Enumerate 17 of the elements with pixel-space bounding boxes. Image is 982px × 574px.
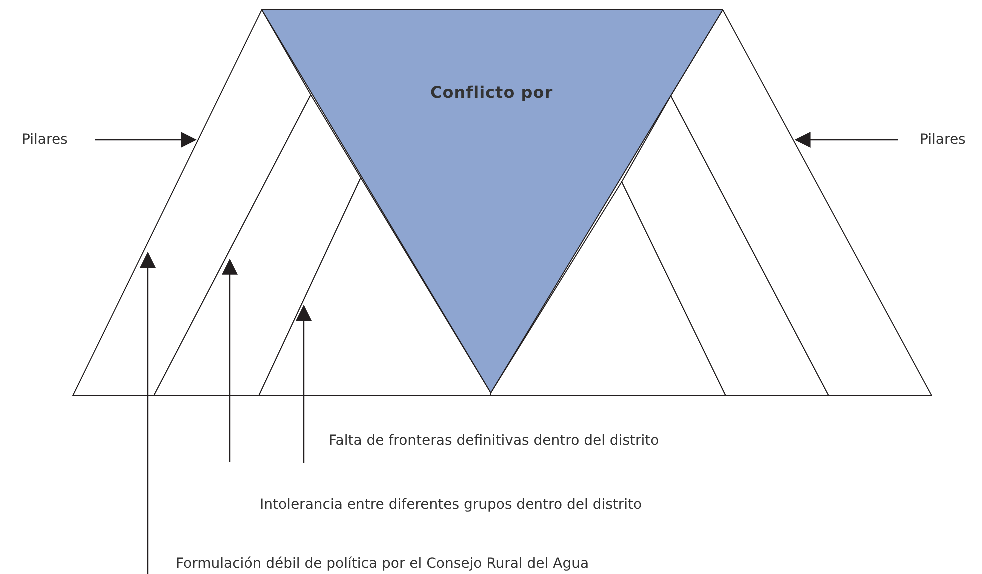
- pillar-band: [258, 178, 492, 396]
- pillar-band: [490, 182, 726, 396]
- arrow: [794, 132, 898, 148]
- arrow: [140, 252, 156, 574]
- pillar-label: Pilares: [920, 131, 966, 149]
- cause-label: Formulación débil de política por el Consejo Rural del Agua: [176, 555, 590, 573]
- pillar-band: [154, 94, 362, 396]
- pillar-band: [72, 10, 312, 396]
- arrow: [296, 304, 312, 463]
- arrow: [95, 132, 197, 148]
- arrow: [222, 258, 238, 462]
- cause-label: Intolerancia entre diferentes grupos dentro del distrito: [260, 496, 642, 514]
- pillar-band: [622, 96, 830, 396]
- conflict-triangle: [262, 10, 724, 394]
- conflict-label: Conflicto por: [430, 84, 554, 102]
- pillar-label: Pilares: [22, 131, 68, 149]
- cause-label: Falta de fronteras definitivas dentro del distrito: [329, 432, 660, 450]
